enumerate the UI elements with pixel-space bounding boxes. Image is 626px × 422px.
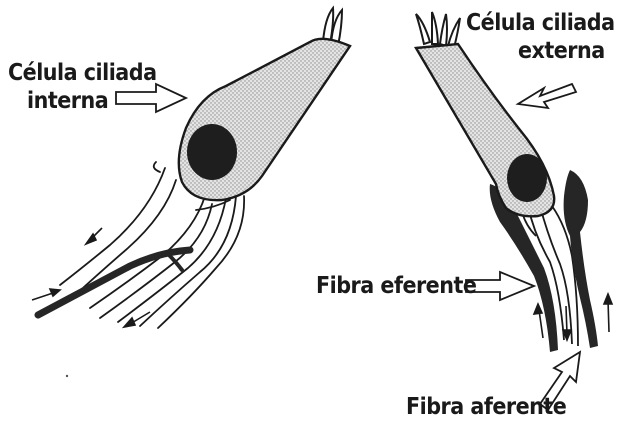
inner-cell-label-line1: Célula ciliada bbox=[8, 60, 157, 86]
inner-efferent-branch bbox=[168, 254, 182, 270]
outer-label-arrow bbox=[518, 84, 576, 108]
inner-label-arrow bbox=[116, 84, 186, 112]
efferent-fiber-label: Fibra eferente bbox=[316, 273, 477, 299]
inner-hair-cell-group bbox=[32, 8, 350, 328]
inner-nucleus bbox=[187, 124, 237, 180]
speck bbox=[66, 375, 68, 377]
outer-nucleus bbox=[507, 154, 547, 202]
outer-efferent-fiber-right bbox=[564, 170, 598, 348]
afferent-fiber-label: Fibra aferente bbox=[406, 394, 567, 420]
outer-cell-label-line2: externa bbox=[518, 38, 605, 64]
outer-hair-cell-group bbox=[416, 12, 612, 410]
inner-cell-label-line2: interna bbox=[27, 88, 108, 114]
outer-cell-label-line1: Célula ciliada bbox=[466, 10, 615, 36]
outer-stereocilia bbox=[416, 12, 460, 48]
